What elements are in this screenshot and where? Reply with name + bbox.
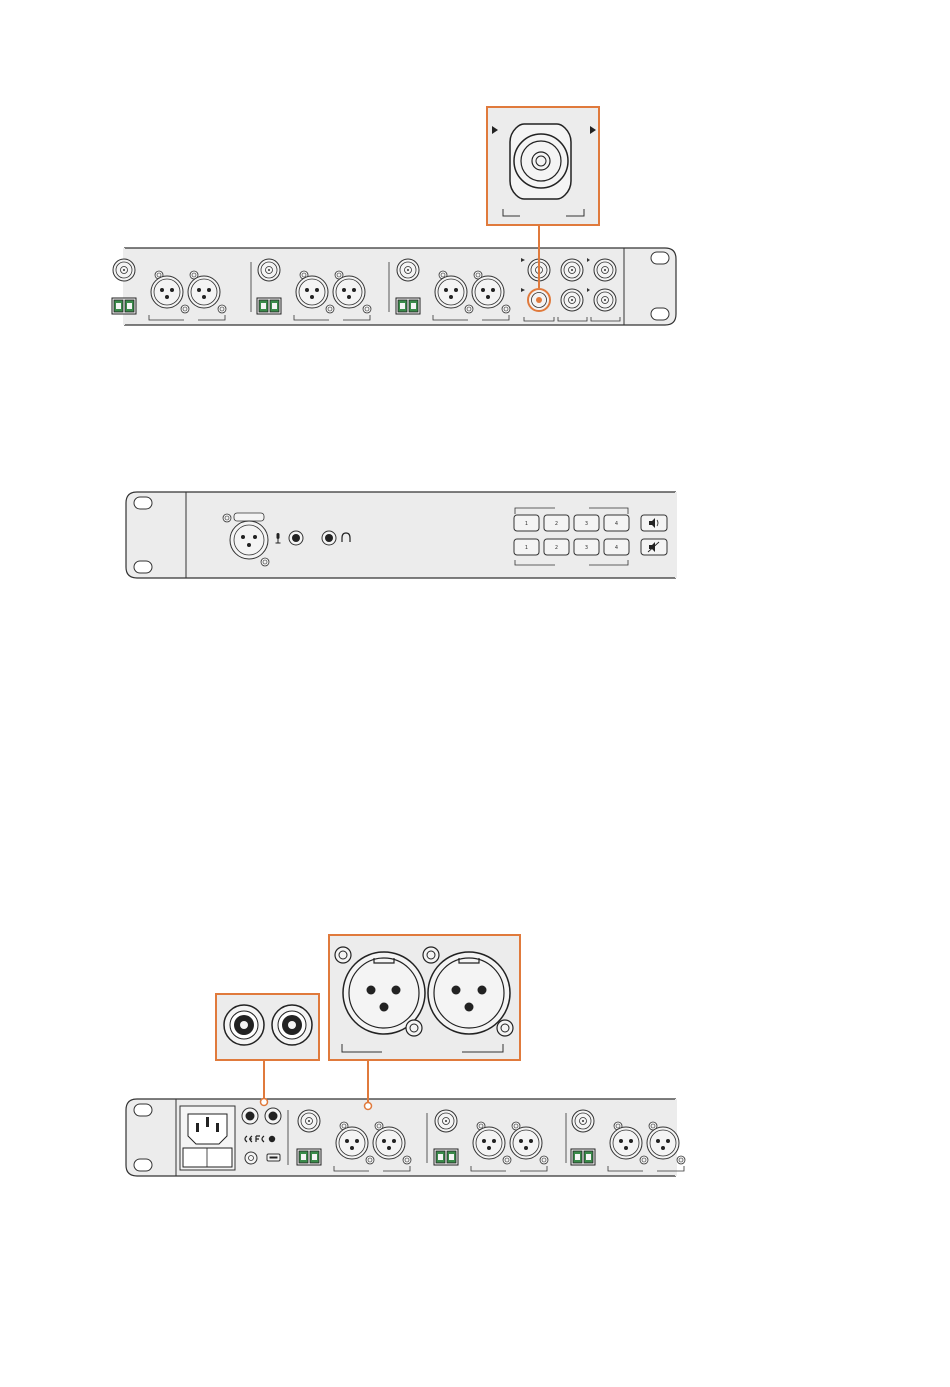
bnc-connector-icon <box>510 124 571 199</box>
mic-jack[interactable] <box>289 531 303 545</box>
power-inlet <box>180 1106 235 1170</box>
usb-port <box>267 1154 280 1161</box>
speaker-button[interactable] <box>641 515 667 531</box>
dc-jack <box>245 1152 257 1164</box>
button-label: 1 <box>525 545 528 551</box>
rca-jack-icon <box>272 1005 312 1045</box>
rca-jack-icon <box>224 1005 264 1045</box>
button-label: 4 <box>615 545 618 551</box>
rear-panel-top <box>112 248 676 325</box>
rca-jacks-callout <box>216 994 319 1106</box>
mute-button[interactable] <box>641 539 667 555</box>
headphone-jack[interactable] <box>322 531 336 545</box>
rear-panel-bottom <box>126 1099 685 1176</box>
front-panel: 1 2 3 4 1 2 3 4 <box>126 492 676 578</box>
button-label: 2 <box>555 521 558 527</box>
xlr-connectors-callout <box>329 935 520 1110</box>
button-label: 3 <box>585 545 588 551</box>
button-label: 4 <box>615 521 618 527</box>
button-label: 3 <box>585 521 588 527</box>
button-label: 1 <box>525 521 528 527</box>
button-label: 2 <box>555 545 558 551</box>
